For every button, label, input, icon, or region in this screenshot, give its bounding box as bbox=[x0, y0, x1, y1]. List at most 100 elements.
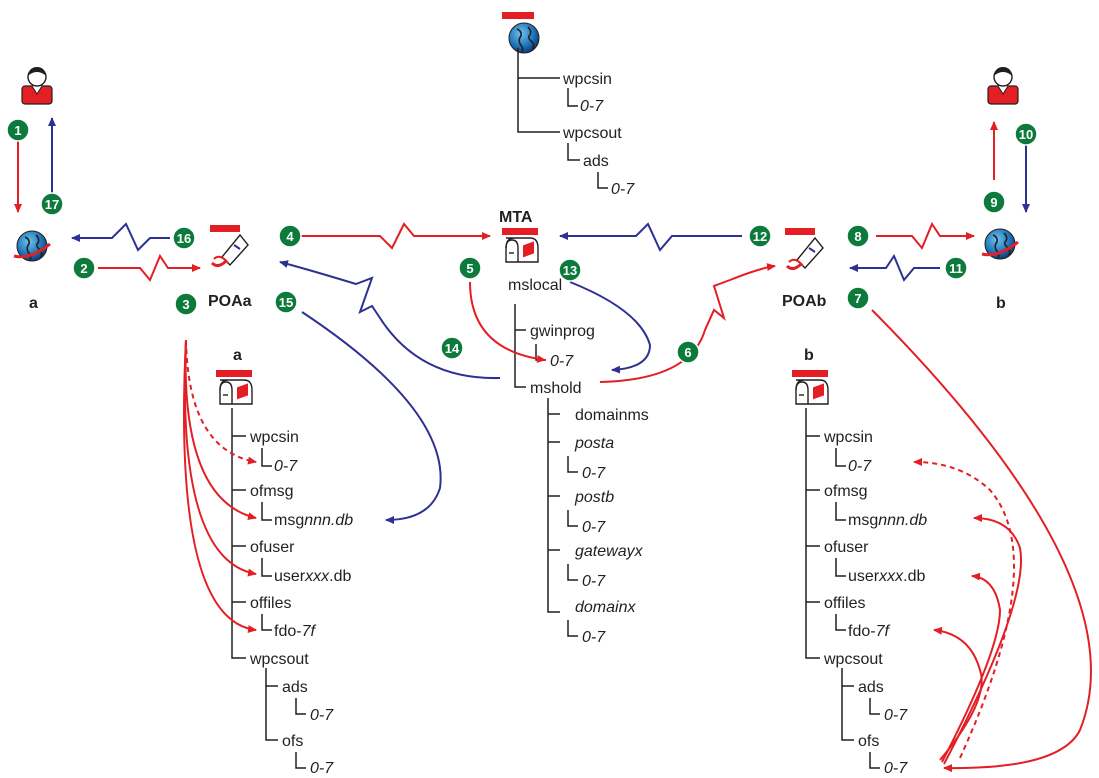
internet-ads: ads bbox=[583, 153, 609, 170]
step-badge-16: 16 bbox=[172, 226, 196, 250]
po-b-offiles: offiles bbox=[824, 595, 866, 612]
flow-3-msg-arrow bbox=[184, 339, 257, 521]
po-b-user: userxxx.db bbox=[848, 568, 925, 585]
po-b-dir-label: b bbox=[804, 347, 814, 364]
mta-domainx-range: 0-7 bbox=[582, 629, 606, 646]
po-a-msg: msgnnn.db bbox=[274, 512, 353, 529]
mta-gwinprog-range: 0-7 bbox=[550, 353, 574, 370]
post-office-a-icon bbox=[208, 223, 250, 268]
mta-domainx: domainx bbox=[575, 599, 636, 616]
mta-gatewayx-range: 0-7 bbox=[582, 573, 606, 590]
flow-2-arrow bbox=[98, 253, 201, 282]
mta-postb-range: 0-7 bbox=[582, 519, 606, 536]
step-badge-2: 2 bbox=[72, 256, 96, 280]
step-badge-4: 4 bbox=[278, 224, 302, 248]
step-badge-label: 7 bbox=[854, 291, 861, 306]
step-badge-15: 15 bbox=[274, 290, 298, 314]
flow-8-arrow bbox=[876, 221, 975, 250]
step-badge-label: 1 bbox=[14, 123, 21, 138]
po-b-ads-range: 0-7 bbox=[884, 707, 908, 724]
step-badge-label: 12 bbox=[753, 229, 767, 244]
flow-3-dashed-arrow bbox=[185, 339, 257, 465]
po-b-tree: wpcsin 0-7 ofmsg msgnnn.db ofuser userxx… bbox=[805, 408, 927, 777]
step-badge-label: 10 bbox=[1019, 127, 1033, 142]
flow-11-arrow bbox=[849, 253, 940, 282]
mta-mailbox-icon bbox=[501, 227, 539, 263]
step-badge-6: 6 bbox=[676, 340, 700, 364]
mta-gatewayx: gatewayx bbox=[575, 543, 644, 560]
step-badge-14: 14 bbox=[440, 336, 464, 360]
po-a-wpcsin-range: 0-7 bbox=[274, 458, 298, 475]
mta-gwinprog: gwinprog bbox=[530, 323, 595, 340]
globe-client-a-icon bbox=[13, 230, 51, 262]
step-badge-label: 15 bbox=[279, 295, 293, 310]
step-badge-13: 13 bbox=[558, 258, 582, 282]
flow-5-arrow bbox=[469, 281, 546, 363]
user-b-icon bbox=[987, 66, 1019, 105]
po-a-fdo: fdo-7f bbox=[274, 623, 316, 640]
po-a-user: userxxx.db bbox=[274, 568, 351, 585]
step-badge-label: 4 bbox=[286, 229, 294, 244]
internet-wpcsout: wpcsout bbox=[562, 125, 622, 142]
po-a-ofmsg: ofmsg bbox=[250, 483, 294, 500]
mta-label: MTA bbox=[499, 209, 533, 226]
flow-7-dashed-arrow bbox=[913, 458, 1015, 759]
po-b-ofs-range: 0-7 bbox=[884, 760, 908, 777]
flow-6-arrow bbox=[599, 263, 776, 383]
mta-mshold: mshold bbox=[530, 380, 582, 397]
po-b-ads: ads bbox=[858, 679, 884, 696]
flow-7-arrow bbox=[871, 309, 1092, 773]
step-badge-8: 8 bbox=[846, 224, 870, 248]
po-b-ofuser: ofuser bbox=[824, 539, 869, 556]
flow-4-arrow bbox=[300, 222, 491, 250]
step-badge-label: 6 bbox=[684, 345, 691, 360]
globe-client-b-icon bbox=[981, 228, 1019, 260]
step-badge-label: 5 bbox=[466, 261, 473, 276]
step-badge-label: 3 bbox=[182, 297, 189, 312]
flow-14-arrow bbox=[279, 260, 501, 380]
flow-15-arrow bbox=[301, 311, 442, 524]
flow-12-arrow bbox=[559, 222, 742, 252]
poa-b-label: POAb bbox=[782, 293, 827, 310]
step-badge-10: 10 bbox=[1014, 122, 1038, 146]
po-a-ofuser: ofuser bbox=[250, 539, 295, 556]
po-b-msg: msgnnn.db bbox=[848, 512, 927, 529]
po-a-wpcsout: wpcsout bbox=[249, 651, 309, 668]
mta-posta-range: 0-7 bbox=[582, 465, 606, 482]
flow-7-fdo-arrow bbox=[933, 626, 983, 761]
po-a-offiles: offiles bbox=[250, 595, 292, 612]
po-b-wpcsin-range: 0-7 bbox=[848, 458, 872, 475]
step-badge-5: 5 bbox=[458, 256, 482, 280]
mta-tree: mslocal gwinprog 0-7 mshold domainms pos… bbox=[508, 277, 649, 646]
internet-wpcsin: wpcsin bbox=[562, 71, 612, 88]
step-badge-1: 1 bbox=[6, 118, 30, 142]
flow-7-msg-arrow bbox=[943, 514, 1022, 765]
internet-ads-range: 0-7 bbox=[611, 181, 635, 198]
step-badge-label: 14 bbox=[445, 341, 460, 356]
step-badge-label: 17 bbox=[45, 197, 59, 212]
mta-mslocal: mslocal bbox=[508, 277, 562, 294]
step-badge-label: 13 bbox=[563, 263, 577, 278]
po-b-ofmsg: ofmsg bbox=[824, 483, 868, 500]
step-badge-11: 11 bbox=[944, 256, 968, 280]
po-a-ads: ads bbox=[282, 679, 308, 696]
po-a-ofs: ofs bbox=[282, 733, 303, 750]
flow-3-fdo-arrow bbox=[183, 339, 257, 634]
step-badge-17: 17 bbox=[40, 192, 64, 216]
flow-7-user-arrow bbox=[941, 572, 1002, 763]
mta-posta: posta bbox=[574, 435, 614, 452]
internet-tree: wpcsin 0-7 wpcsout ads 0-7 bbox=[517, 48, 635, 198]
step-badge-label: 2 bbox=[80, 261, 87, 276]
mta-domainms: domainms bbox=[575, 407, 649, 424]
po-b-mailbox-icon bbox=[791, 369, 829, 405]
client-a-label: a bbox=[29, 295, 38, 312]
po-a-wpcsin: wpcsin bbox=[249, 429, 299, 446]
po-b-ofs: ofs bbox=[858, 733, 879, 750]
user-a-icon bbox=[21, 66, 53, 105]
step-badge-9: 9 bbox=[982, 190, 1006, 214]
po-a-ads-range: 0-7 bbox=[310, 707, 334, 724]
step-badge-3: 3 bbox=[174, 292, 198, 316]
step-badge-label: 8 bbox=[854, 229, 861, 244]
